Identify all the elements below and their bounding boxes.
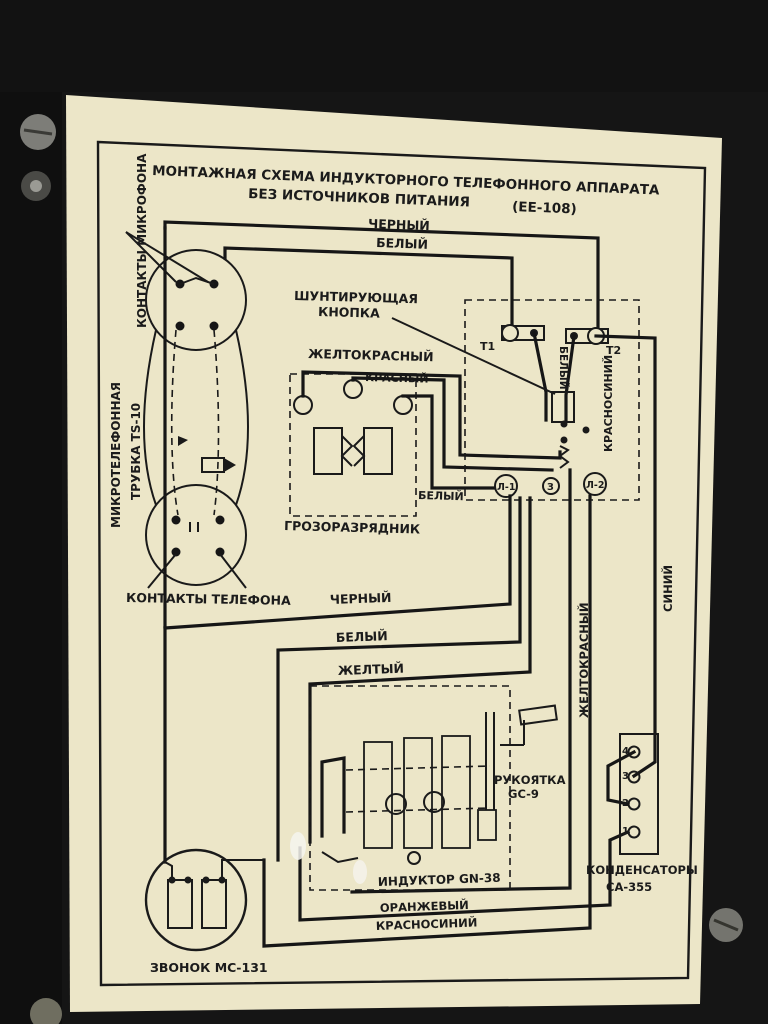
arrester-terminal-right xyxy=(393,395,413,415)
capacitors-ca355 xyxy=(606,733,659,855)
label-shunt-line1: ШУНТИРУЮЩАЯ xyxy=(294,288,418,306)
terminal-t1 xyxy=(501,324,545,342)
terminal-l2 xyxy=(583,472,607,496)
label-blue-right: СИНИЙ xyxy=(660,565,675,612)
capacitor-terminal-3 xyxy=(627,770,641,784)
bell-mc131 xyxy=(144,848,264,952)
shunt-button-switch xyxy=(532,331,590,469)
wire-red-arrester xyxy=(351,376,554,472)
label-wire-white-top: БЕЛЫЙ xyxy=(376,235,428,252)
label-l1: Л-1 xyxy=(497,482,515,493)
worn-patch-1 xyxy=(290,832,306,860)
arrester-terminal-middle xyxy=(343,379,363,399)
wire-orange xyxy=(298,829,631,922)
handset-switch-icon xyxy=(178,436,236,473)
label-red-blue-vertical: КРАСНОСИНИЙ xyxy=(602,355,615,452)
wire-white-top xyxy=(223,246,514,332)
inductor-screw xyxy=(407,851,421,865)
capacitor-terminal-1 xyxy=(627,825,641,839)
label-red-blue-bottom: КРАСНОСИНИЙ xyxy=(376,914,478,933)
worn-patch-2 xyxy=(353,860,367,884)
wire-arrester-right xyxy=(401,394,502,490)
crank-handle-gc9 xyxy=(500,704,558,746)
cabinet-left-edge xyxy=(0,0,62,1024)
phone-contact-points xyxy=(171,515,225,557)
inductor-gn38 xyxy=(309,685,511,891)
wire-blue-right xyxy=(594,334,657,779)
wire-red-blue-bottom xyxy=(262,494,592,948)
label-arrester: ГРОЗОРАЗРЯДНИК xyxy=(284,518,421,537)
screw-top-left xyxy=(20,114,56,150)
label-yellow-mid: ЖЕЛТЫЙ xyxy=(338,661,405,678)
lightning-arrester xyxy=(289,373,417,517)
label-cap-1: 1 xyxy=(622,826,629,837)
plate-border xyxy=(96,140,707,987)
label-t1: Т1 xyxy=(480,340,495,353)
label-white-arrester: БЕЛЫЙ xyxy=(418,489,464,503)
handset-ts10 xyxy=(143,249,249,586)
terminal-ground xyxy=(542,477,560,495)
arrester-terminal-left xyxy=(293,395,313,415)
wire-black-top xyxy=(163,220,600,328)
shunt-pointer-line xyxy=(391,317,556,395)
label-crank-line2: GC-9 xyxy=(508,787,539,801)
label-l2: Л-2 xyxy=(586,480,604,491)
schematic-plate xyxy=(66,95,722,1012)
label-capacitors-line1: КОНДЕНСАТОРЫ xyxy=(586,863,698,877)
label-black-mid: ЧЕРНЫЙ xyxy=(330,590,392,607)
phone-contacts-pointers xyxy=(147,553,247,589)
label-orange: ОРАНЖЕВЫЙ xyxy=(380,897,469,915)
screw-bottom-left xyxy=(30,998,62,1024)
title-model: (ЕЕ-108) xyxy=(512,199,577,217)
label-handset-line1: МИКРОТЕЛЕФОННАЯ xyxy=(109,382,123,528)
label-crank-line1: РУКОЯТКА xyxy=(494,773,566,787)
mic-contact-points xyxy=(175,276,219,331)
screw-left xyxy=(21,171,51,201)
screw-bottom-right xyxy=(709,908,743,942)
label-yellow-red-top: ЖЕЛТОКРАСНЫЙ xyxy=(308,346,434,364)
wire-yellow-mid xyxy=(308,496,532,844)
label-white-mid: БЕЛЫЙ xyxy=(336,628,388,645)
label-wire-black-top: ЧЕРНЫЙ xyxy=(368,216,430,233)
label-capacitors-line2: CA-355 xyxy=(606,880,652,894)
terminal-l1 xyxy=(494,474,518,498)
wire-black-mid xyxy=(163,226,512,864)
wire-yellow-red-right xyxy=(350,468,572,894)
label-t2: Т2 xyxy=(606,344,621,357)
wire-white-mid xyxy=(276,496,522,862)
capacitor-terminal-4 xyxy=(627,745,641,759)
label-handset-line2: ТРУБКА TS-10 xyxy=(129,403,143,500)
terminal-block: Т1 Т2 Л-1 З Л-2 БЕЛЫЙ КРАСНОСИНИЙ xyxy=(464,299,640,501)
label-ground: З xyxy=(547,482,554,493)
mic-contacts-pointers xyxy=(125,231,209,283)
label-white-vertical: БЕЛЫЙ xyxy=(557,346,570,390)
inductor-magnet-left xyxy=(385,793,407,815)
label-cap-2: 2 xyxy=(622,798,629,809)
label-inductor: ИНДУКТОР GN-38 xyxy=(378,871,501,889)
label-bell: ЗВОНОК МС-131 xyxy=(150,960,268,975)
cabinet-top-edge xyxy=(0,0,768,92)
label-shunt-line2: КНОПКА xyxy=(318,304,380,321)
label-phone-contacts: КОНТАКТЫ ТЕЛЕФОНА xyxy=(126,590,291,608)
inductor-magnet-right xyxy=(423,791,445,813)
label-cap-4: 4 xyxy=(622,746,629,757)
label-mic-contacts: КОНТАКТЫ МИКРОФОНА xyxy=(135,153,149,328)
label-yellow-red-right: ЖЕЛТОКРАСНЫЙ xyxy=(576,603,591,718)
label-cap-3: 3 xyxy=(622,771,629,782)
